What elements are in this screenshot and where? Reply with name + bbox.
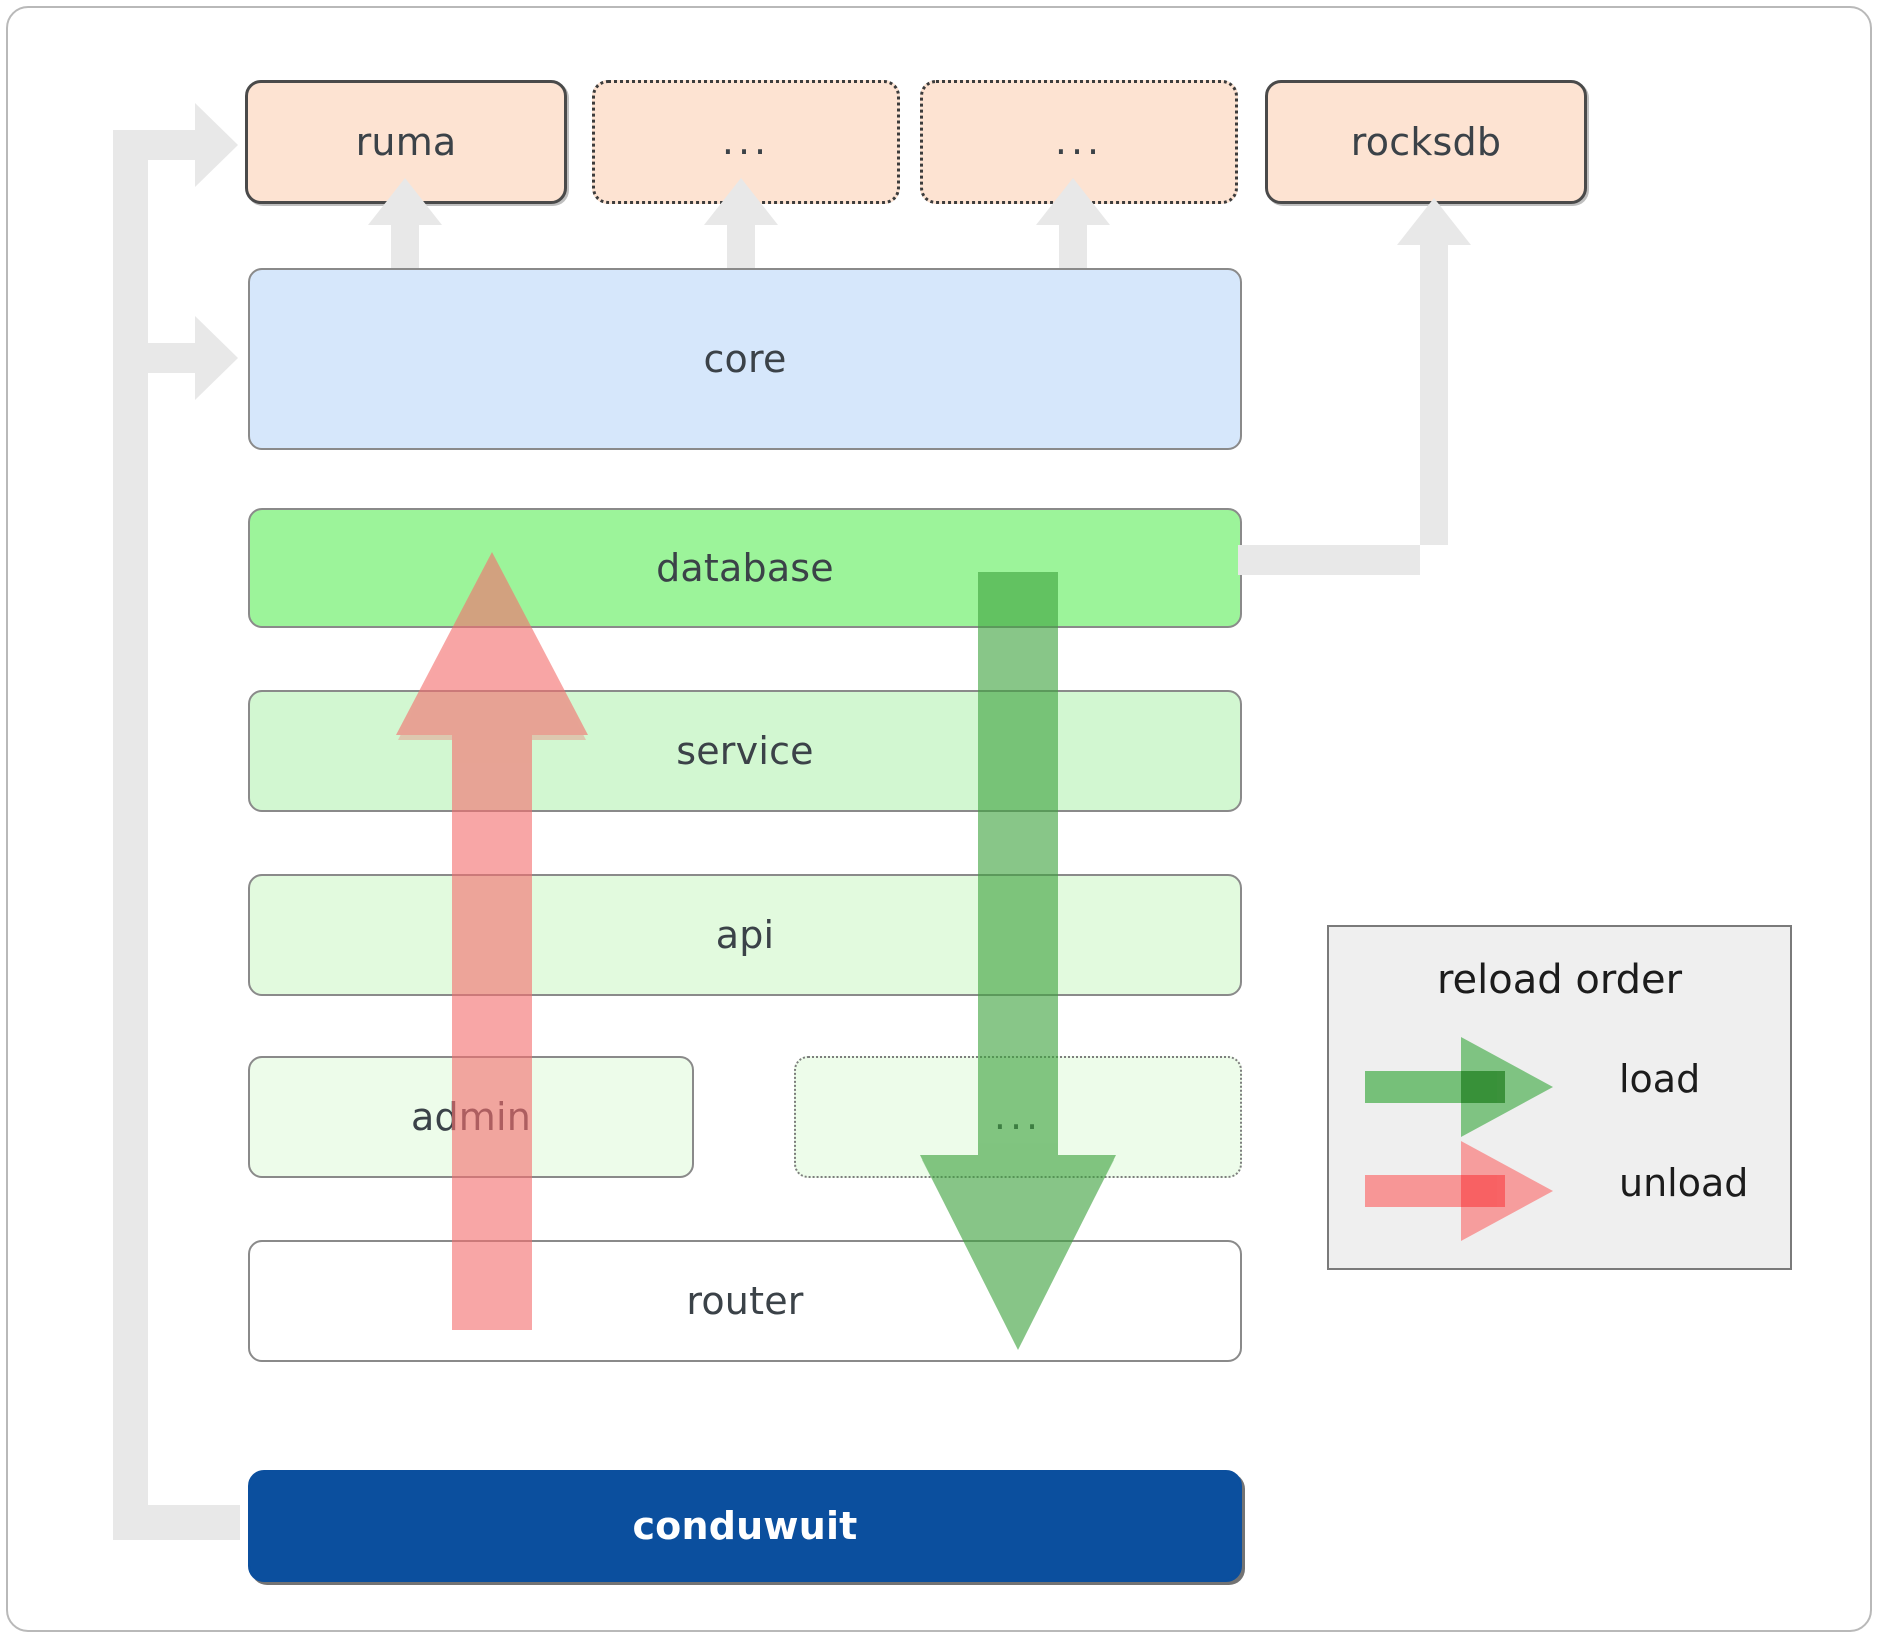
node-admin[interactable]: admin — [248, 1056, 694, 1178]
node-dep-a-label: ... — [721, 119, 771, 164]
node-dep-a[interactable]: ... — [592, 80, 900, 204]
node-core[interactable]: core — [248, 268, 1242, 450]
node-dep-b-label: ... — [1054, 119, 1104, 164]
node-dep-b[interactable]: ... — [920, 80, 1238, 204]
node-database[interactable]: database — [248, 508, 1242, 628]
node-router[interactable]: router — [248, 1240, 1242, 1362]
legend-unload-arrow-icon — [1365, 1141, 1553, 1241]
node-more[interactable]: ... — [794, 1056, 1242, 1178]
node-admin-label: admin — [410, 1095, 532, 1139]
legend-load-label: load — [1619, 1057, 1701, 1101]
node-service-label: service — [676, 729, 814, 773]
node-more-label: ... — [993, 1094, 1043, 1139]
legend-row-unload: unload — [1329, 1141, 1790, 1241]
node-ruma-label: ruma — [355, 120, 457, 164]
node-api-label: api — [715, 913, 775, 957]
legend-row-load: load — [1329, 1037, 1790, 1137]
node-database-label: database — [656, 546, 834, 590]
legend-title: reload order — [1436, 957, 1683, 1003]
node-router-label: router — [686, 1279, 804, 1323]
node-conduwuit-label: conduwuit — [632, 1504, 858, 1548]
node-rocksdb[interactable]: rocksdb — [1265, 80, 1587, 204]
node-api[interactable]: api — [248, 874, 1242, 996]
legend-panel: reload order load unload — [1327, 925, 1792, 1270]
node-conduwuit[interactable]: conduwuit — [248, 1470, 1242, 1582]
legend-load-arrow-icon — [1365, 1037, 1553, 1137]
node-ruma[interactable]: ruma — [245, 80, 567, 204]
node-core-label: core — [703, 337, 787, 381]
node-rocksdb-label: rocksdb — [1350, 120, 1502, 164]
diagram-frame — [6, 6, 1872, 1632]
node-service[interactable]: service — [248, 690, 1242, 812]
legend-unload-label: unload — [1619, 1161, 1749, 1205]
